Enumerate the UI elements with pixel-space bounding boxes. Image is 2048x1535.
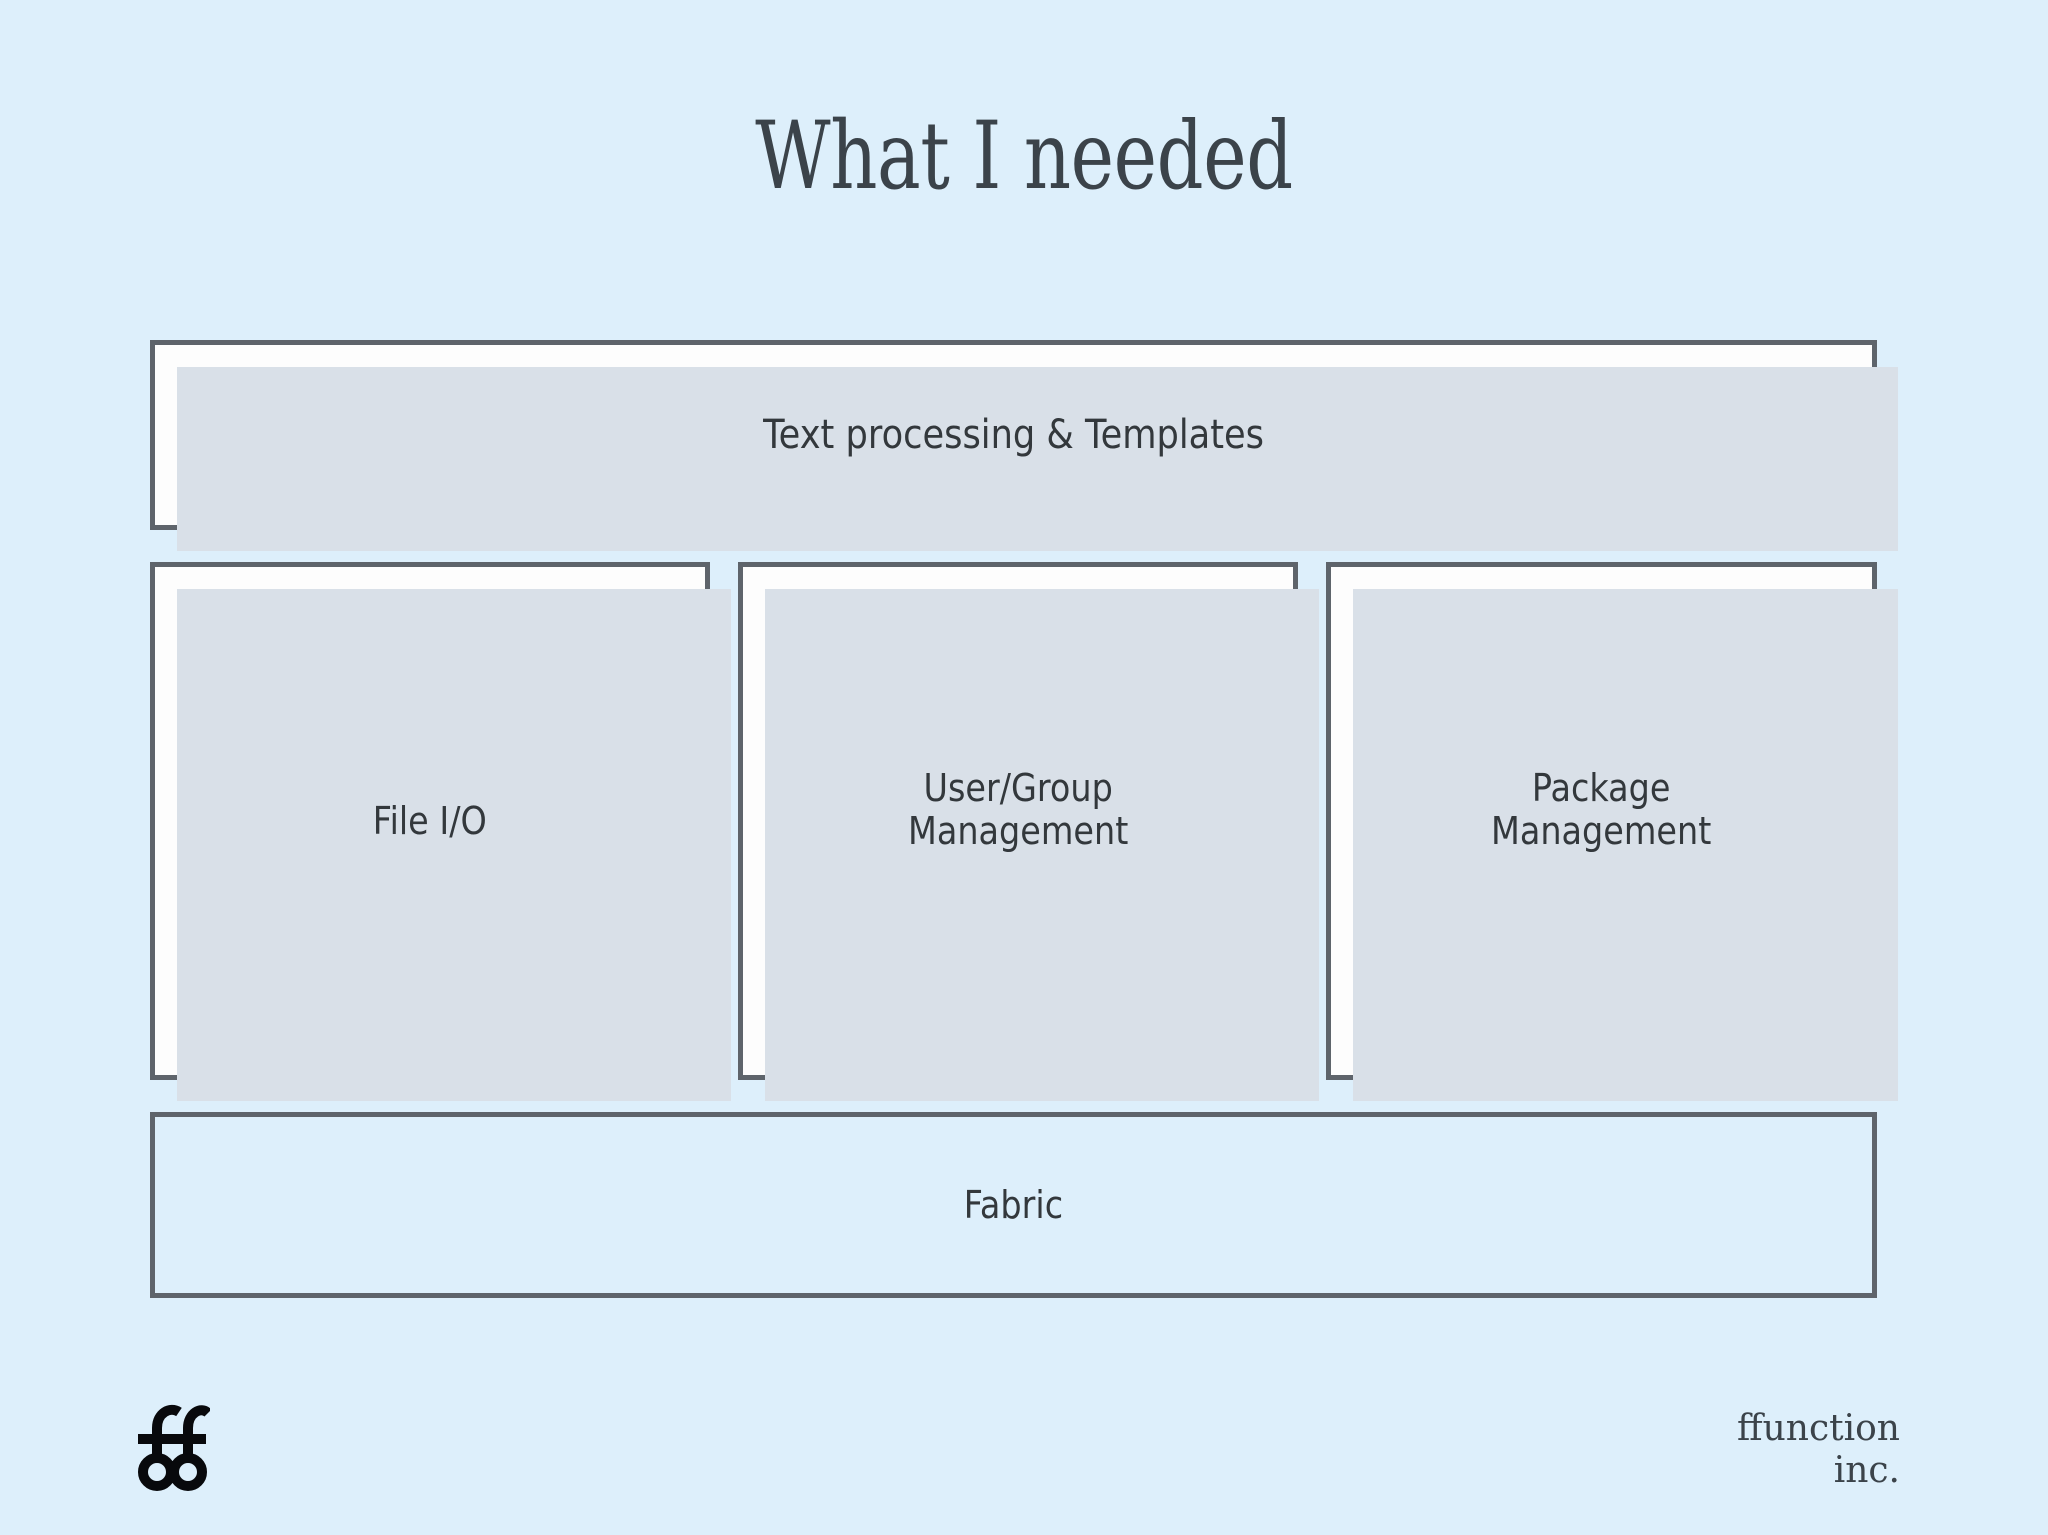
ffunction-ff-logo-icon — [124, 1398, 212, 1494]
diagram-node-label: Text processing & Templates — [763, 411, 1264, 458]
diagram-node-text-processing[interactable]: Text processing & Templates — [150, 340, 1898, 551]
layered-stack-diagram: Text processing & Templates File I/O Use… — [150, 340, 1898, 1298]
diagram-node-user-group-management[interactable]: User/Group Management — [738, 562, 1319, 1101]
company-wordmark: ffunction inc. — [1737, 1408, 1900, 1493]
company-name-line1: ffunction — [1737, 1408, 1900, 1449]
diagram-node-file-io[interactable]: File I/O — [150, 562, 731, 1101]
diagram-node-label: User/Group Management — [907, 766, 1129, 853]
page-title: What I needed — [755, 102, 1293, 211]
diagram-node-package-management[interactable]: Package Management — [1326, 562, 1898, 1101]
company-name-line2: inc. — [1833, 1450, 1900, 1492]
diagram-node-label: Fabric — [963, 1182, 1064, 1227]
diagram-node-label: Package Management — [1491, 766, 1712, 853]
diagram-node-label: File I/O — [372, 798, 488, 843]
diagram-node-fabric[interactable]: Fabric — [150, 1112, 1877, 1298]
